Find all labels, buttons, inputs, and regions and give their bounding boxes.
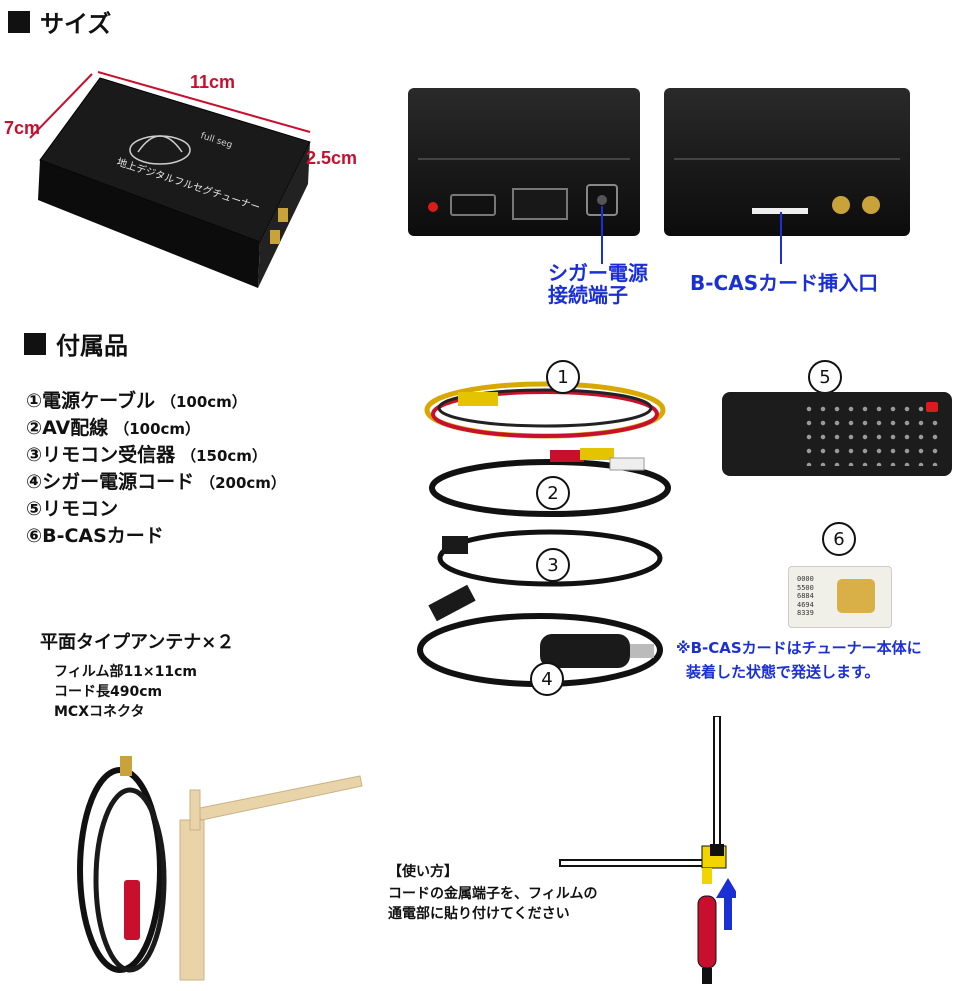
size-header-text: サイズ — [40, 10, 112, 38]
list-item: ④シガー電源コード（200cm） — [26, 471, 286, 493]
remote-power-button-icon — [926, 402, 938, 412]
accessories-header-text: 付属品 — [56, 332, 128, 360]
mcx-port-2-icon — [862, 196, 880, 214]
callout-power: シガー電源 接続端子 — [548, 261, 648, 307]
accessory-list: ①電源ケーブル（100cm） ②AV配線（100cm） ③リモコン受信器（150… — [26, 388, 286, 550]
mcx-port-1-icon — [832, 196, 850, 214]
antenna-image — [77, 756, 363, 981]
square-bullet-icon — [8, 10, 30, 33]
tuner-top-view: 地上デジタルフルセグチューナー full seg — [20, 60, 400, 300]
bcas-card-digits: 0000 5500 6884 4694 8339 — [797, 575, 814, 617]
marker-3: 3 — [536, 548, 570, 582]
connector-port-icon — [512, 188, 568, 220]
power-led-icon — [428, 202, 438, 212]
tuner-top-image — [29, 71, 311, 288]
antenna-specs: フィルム部11×11cm コード長490cm MCXコネクタ — [54, 664, 198, 720]
list-item: ⑤リモコン — [26, 498, 119, 520]
callout-bcas: B-CASカード挿入口 — [690, 271, 879, 295]
list-item: ②AV配線（100cm） — [26, 417, 201, 439]
accessories-header: 付属品 — [24, 326, 128, 361]
bcas-slot-icon — [752, 208, 808, 214]
tuner-front-view — [408, 88, 640, 236]
marker-4: 4 — [530, 662, 564, 696]
marker-2: 2 — [536, 476, 570, 510]
bcas-chip-icon — [837, 579, 875, 613]
bcas-note: ※B-CASカードはチューナー本体に 装着した状態で発送します。 — [676, 639, 922, 681]
list-item: ①電源ケーブル（100cm） — [26, 390, 247, 412]
marker-5: 5 — [808, 360, 842, 394]
remote-control-image — [722, 392, 952, 476]
antenna-title: 平面タイプアンテナ×２ — [40, 632, 235, 653]
callout-line-bcas — [780, 212, 782, 264]
dimension-height: 2.5cm — [306, 148, 358, 168]
cables-image — [417, 381, 671, 687]
usage-diagram — [559, 716, 736, 984]
bcas-card-image: 0000 5500 6884 4694 8339 — [788, 566, 892, 628]
list-item: ③リモコン受信器（150cm） — [26, 444, 267, 466]
callout-line-power — [601, 206, 603, 264]
marker-1: 1 — [546, 360, 580, 394]
dimension-depth: 7cm — [4, 118, 41, 138]
hdmi-port-icon — [450, 194, 496, 216]
tuner-back-view — [664, 88, 910, 236]
square-bullet-icon — [24, 332, 46, 355]
list-item: ⑥B-CASカード — [26, 525, 164, 547]
usage-text: コードの金属端子を、フィルムの 通電部に貼り付けてください — [388, 886, 598, 922]
size-header: サイズ — [8, 4, 111, 39]
usage-title: 【使い方】 — [388, 864, 458, 880]
dimension-width: 11cm — [190, 72, 236, 92]
marker-6: 6 — [822, 522, 856, 556]
